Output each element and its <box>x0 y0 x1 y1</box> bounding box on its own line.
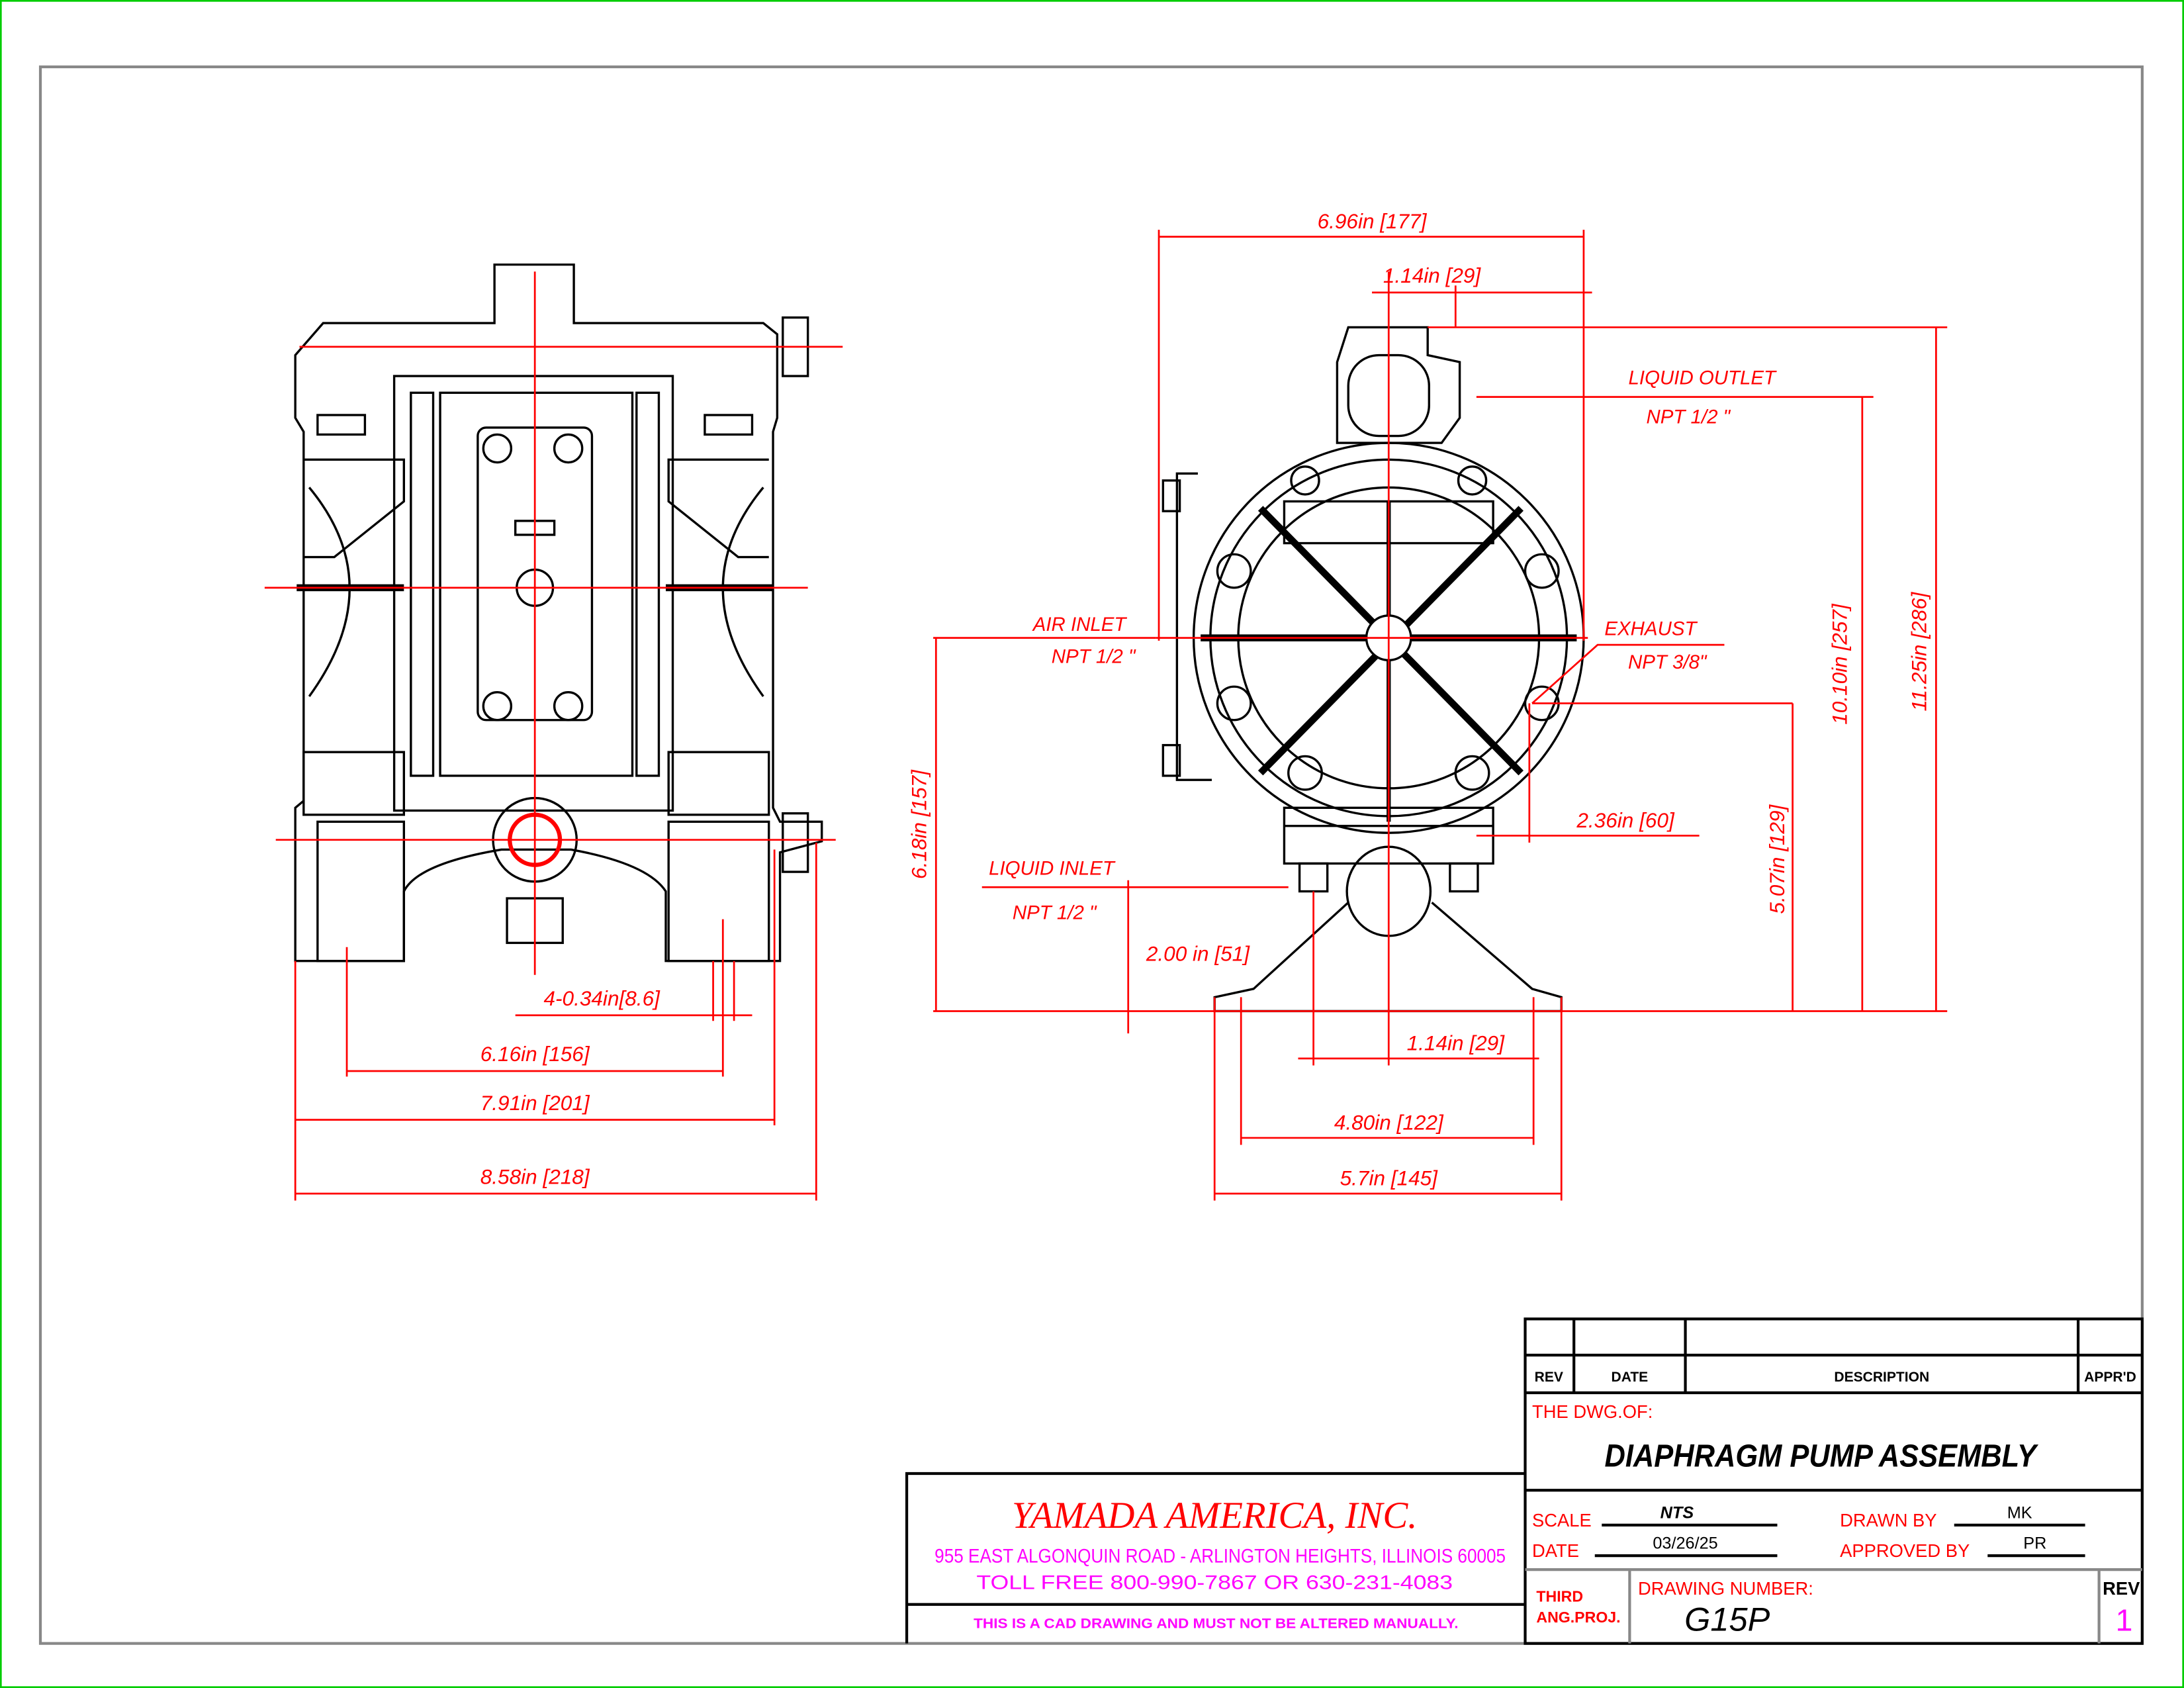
side-view-centerlines <box>1156 271 1588 1066</box>
front-view-centerlines <box>264 271 843 975</box>
dimension-outlet-height: 10.10in [257] <box>1828 603 1852 725</box>
callout-liquid-outlet-size: NPT 1/2 " <box>1646 406 1731 428</box>
side-view-pump <box>1161 326 1585 1013</box>
company-name: YAMADA AMERICA, INC. <box>1012 1495 1417 1536</box>
dimension-base-offset: 1.14in [29] <box>1407 1031 1506 1055</box>
callout-exhaust: EXHAUST <box>1604 618 1698 639</box>
rev-table-header-description: DESCRIPTION <box>1834 1370 1929 1385</box>
side-view-dimensions: 6.96in [177] 1.14in [29] LIQUID OUTLET N… <box>907 209 1948 1201</box>
drawing-frame <box>38 65 2144 1645</box>
scale-value: NTS <box>1661 1503 1694 1522</box>
drawing-title: DIAPHRAGM PUMP ASSEMBLY <box>1604 1438 2038 1474</box>
drawing-number-label: DRAWING NUMBER: <box>1638 1578 1813 1599</box>
title-block: REV DATE DESCRIPTION APPR'D THE DWG.OF: … <box>1524 1317 2144 1645</box>
dimension-exhaust-height: 5.07in [129] <box>1765 804 1789 914</box>
scale-label: SCALE <box>1532 1510 1592 1530</box>
dimension-exhaust-offset: 2.36in [60] <box>1576 808 1675 832</box>
dimension-base-hole-span: 4.80in [122] <box>1334 1110 1444 1134</box>
approved-by-value: PR <box>2023 1534 2046 1553</box>
front-view-pump <box>294 263 823 962</box>
rev-value: 1 <box>2116 1603 2133 1638</box>
cad-notice: THIS IS A CAD DRAWING AND MUST NOT BE AL… <box>974 1617 1458 1632</box>
drawn-by-value: MK <box>2007 1503 2032 1522</box>
date-value: 03/26/25 <box>1653 1534 1717 1553</box>
dwg-of-label: THE DWG.OF: <box>1532 1401 1653 1422</box>
drawing-number: G15P <box>1684 1601 1770 1638</box>
callout-liquid-inlet-size: NPT 1/2 " <box>1013 902 1097 924</box>
dimension-overall-height: 11.25in [286] <box>1907 591 1931 711</box>
company-address: 955 EAST ALGONQUIN ROAD - ARLINGTON HEIG… <box>934 1546 1506 1568</box>
dimension-overall-width: 8.58in [218] <box>480 1164 590 1188</box>
dimension-air-inlet-height: 6.18in [157] <box>907 769 931 879</box>
drawn-by-label: DRAWN BY <box>1840 1510 1936 1530</box>
dimension-base-width: 5.7in [145] <box>1340 1166 1439 1190</box>
approved-by-label: APPROVED BY <box>1840 1540 1970 1561</box>
dimension-inlet-height: 2.00 in [51] <box>1146 942 1250 966</box>
front-view-dimensions: 4-0.34in[8.6] 6.16in [156] 7.91in [201] … <box>294 842 817 1201</box>
rev-label: REV <box>2103 1578 2140 1599</box>
rev-table-header-approved: APPR'D <box>2084 1370 2136 1385</box>
company-phone: TOLL FREE 800-990-7867 OR 630-231-4083 <box>976 1572 1453 1594</box>
rev-table-header-rev: REV <box>1535 1370 1563 1385</box>
company-block: YAMADA AMERICA, INC. 955 EAST ALGONQUIN … <box>905 1472 1525 1644</box>
callout-air-inlet: AIR INLET <box>1032 614 1128 635</box>
projection-line-1: THIRD <box>1536 1588 1583 1605</box>
projection-line-2: ANG.PROJ. <box>1536 1609 1620 1626</box>
callout-air-inlet-size: NPT 1/2 " <box>1052 645 1136 667</box>
callout-liquid-outlet: LIQUID OUTLET <box>1629 367 1778 389</box>
callout-exhaust-size: NPT 3/8" <box>1628 651 1707 673</box>
dimension-overall-width: 6.96in [177] <box>1318 209 1428 233</box>
dimension-port-spacing: 6.16in [156] <box>480 1042 590 1066</box>
rev-table-header-date: DATE <box>1612 1370 1649 1385</box>
dimension-body-width: 7.91in [201] <box>480 1091 590 1115</box>
callout-liquid-inlet: LIQUID INLET <box>989 857 1116 879</box>
dimension-outlet-offset: 1.14in [29] <box>1383 263 1482 287</box>
date-label: DATE <box>1532 1540 1579 1561</box>
dimension-hole-size: 4-0.34in[8.6] <box>543 986 660 1010</box>
